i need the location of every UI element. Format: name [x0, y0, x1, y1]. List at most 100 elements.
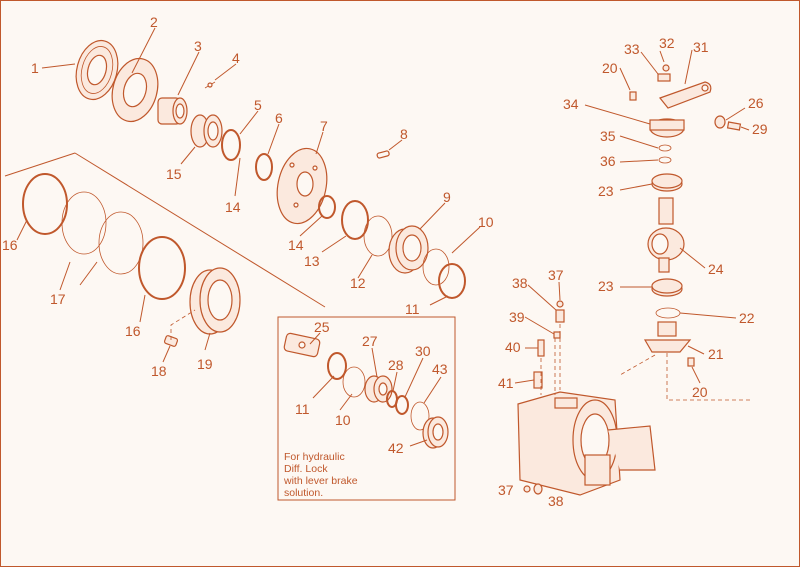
part-20-bolt-b — [687, 357, 695, 367]
part-38-washer-b — [533, 483, 543, 495]
callout-36: 36 — [600, 153, 616, 169]
callout-16-a: 16 — [2, 237, 18, 253]
part-2-steel-disc — [111, 57, 159, 123]
part-23-bearing-bottom — [651, 278, 683, 297]
callout-43: 43 — [432, 361, 448, 377]
callout-33: 33 — [624, 41, 640, 57]
note-line-2: Diff. Lock — [284, 463, 328, 475]
part-16-ring-a — [22, 173, 68, 235]
callout-6: 6 — [275, 110, 283, 126]
part-5-ring — [221, 129, 241, 161]
part-8-pin — [376, 150, 390, 159]
callout-22: 22 — [739, 310, 755, 326]
callout-19: 19 — [197, 356, 213, 372]
callout-15: 15 — [166, 166, 182, 182]
leader-lines — [16, 27, 750, 447]
axle-housing — [517, 391, 656, 496]
part-38-fitting — [555, 309, 565, 323]
part-39-plug — [553, 331, 561, 339]
part-42-piston — [422, 416, 449, 449]
part-10-seal — [422, 248, 450, 286]
part-37-screw — [556, 300, 564, 308]
callout-12: 12 — [350, 275, 366, 291]
callout-28: 28 — [388, 357, 404, 373]
part-17-seal-b — [98, 211, 144, 275]
part-29-spring — [726, 121, 742, 131]
part-31-lever — [659, 81, 712, 109]
callout-35: 35 — [600, 128, 616, 144]
part-18-plug — [163, 335, 179, 347]
callout-26: 26 — [748, 95, 764, 111]
callout-10-inset: 10 — [335, 412, 351, 428]
part-35-ring — [658, 144, 672, 152]
callout-27: 27 — [362, 333, 378, 349]
callout-29: 29 — [752, 121, 768, 137]
callout-9: 9 — [443, 189, 451, 205]
callout-11-inset: 11 — [295, 401, 310, 417]
part-33-washer — [657, 73, 671, 82]
part-22-seal — [655, 307, 681, 319]
callout-5: 5 — [254, 97, 262, 113]
part-15-bearing — [190, 114, 223, 148]
part-20-bolt-a — [629, 91, 637, 101]
callout-31: 31 — [693, 39, 709, 55]
callout-21: 21 — [708, 346, 724, 362]
callout-14-b: 14 — [288, 237, 304, 253]
note-line-1: For hydraulic — [284, 451, 345, 463]
part-9-piston — [388, 225, 429, 274]
callout-30: 30 — [415, 343, 431, 359]
callout-20-a: 20 — [602, 60, 618, 76]
callout-3: 3 — [194, 38, 202, 54]
part-40-bleeder — [537, 339, 545, 357]
callout-14-a: 14 — [225, 199, 241, 215]
callout-40: 40 — [505, 339, 521, 355]
part-11-ring-inset — [327, 352, 347, 380]
part-13-o-ring — [341, 200, 369, 240]
part-43-seal — [410, 401, 430, 431]
callout-38-b: 38 — [548, 493, 564, 509]
callout-37-a: 37 — [548, 267, 564, 283]
callout-24: 24 — [708, 261, 724, 277]
callout-8: 8 — [400, 126, 408, 142]
part-11-ring — [438, 263, 466, 299]
part-24-spindle — [647, 197, 685, 273]
part-36-ring — [658, 156, 672, 164]
part-25-shaft — [283, 332, 321, 358]
callout-2: 2 — [150, 14, 158, 30]
part-6-circlip — [255, 153, 273, 181]
callout-37-b: 37 — [498, 482, 514, 498]
part-7-plate — [276, 147, 328, 225]
callout-34: 34 — [563, 96, 579, 112]
part-37-screw-b — [523, 485, 531, 493]
part-17-seal-a — [61, 191, 107, 255]
inset-note: For hydraulic Diff. Lock with lever brak… — [283, 451, 358, 499]
callout-4: 4 — [232, 50, 240, 66]
callout-11: 11 — [405, 301, 420, 317]
callout-13: 13 — [304, 253, 320, 269]
part-26-nut — [714, 115, 726, 129]
group-frame-top — [4, 152, 76, 177]
callout-23-a: 23 — [598, 183, 614, 199]
callout-1: 1 — [31, 60, 39, 76]
part-10-seal-inset — [342, 366, 366, 398]
callout-16-b: 16 — [125, 323, 141, 339]
part-19-piston — [189, 267, 241, 335]
group-frame-slant — [74, 152, 326, 308]
callout-32: 32 — [659, 35, 675, 51]
callout-7: 7 — [320, 118, 328, 134]
callout-42: 42 — [388, 440, 404, 456]
callout-39: 39 — [509, 309, 525, 325]
part-30-ring — [395, 395, 409, 415]
note-line-4: solution. — [284, 487, 323, 499]
callout-38-a: 38 — [512, 275, 528, 291]
callout-23-b: 23 — [598, 278, 614, 294]
part-23-bearing-top — [651, 173, 683, 192]
callout-17: 17 — [50, 291, 66, 307]
part-16-ring-b — [138, 236, 186, 300]
part-12-seal — [363, 215, 393, 257]
part-34-housing — [649, 118, 685, 138]
part-3-bushing — [157, 97, 188, 125]
part-14-ring-b — [318, 195, 336, 219]
callout-25: 25 — [314, 319, 330, 335]
